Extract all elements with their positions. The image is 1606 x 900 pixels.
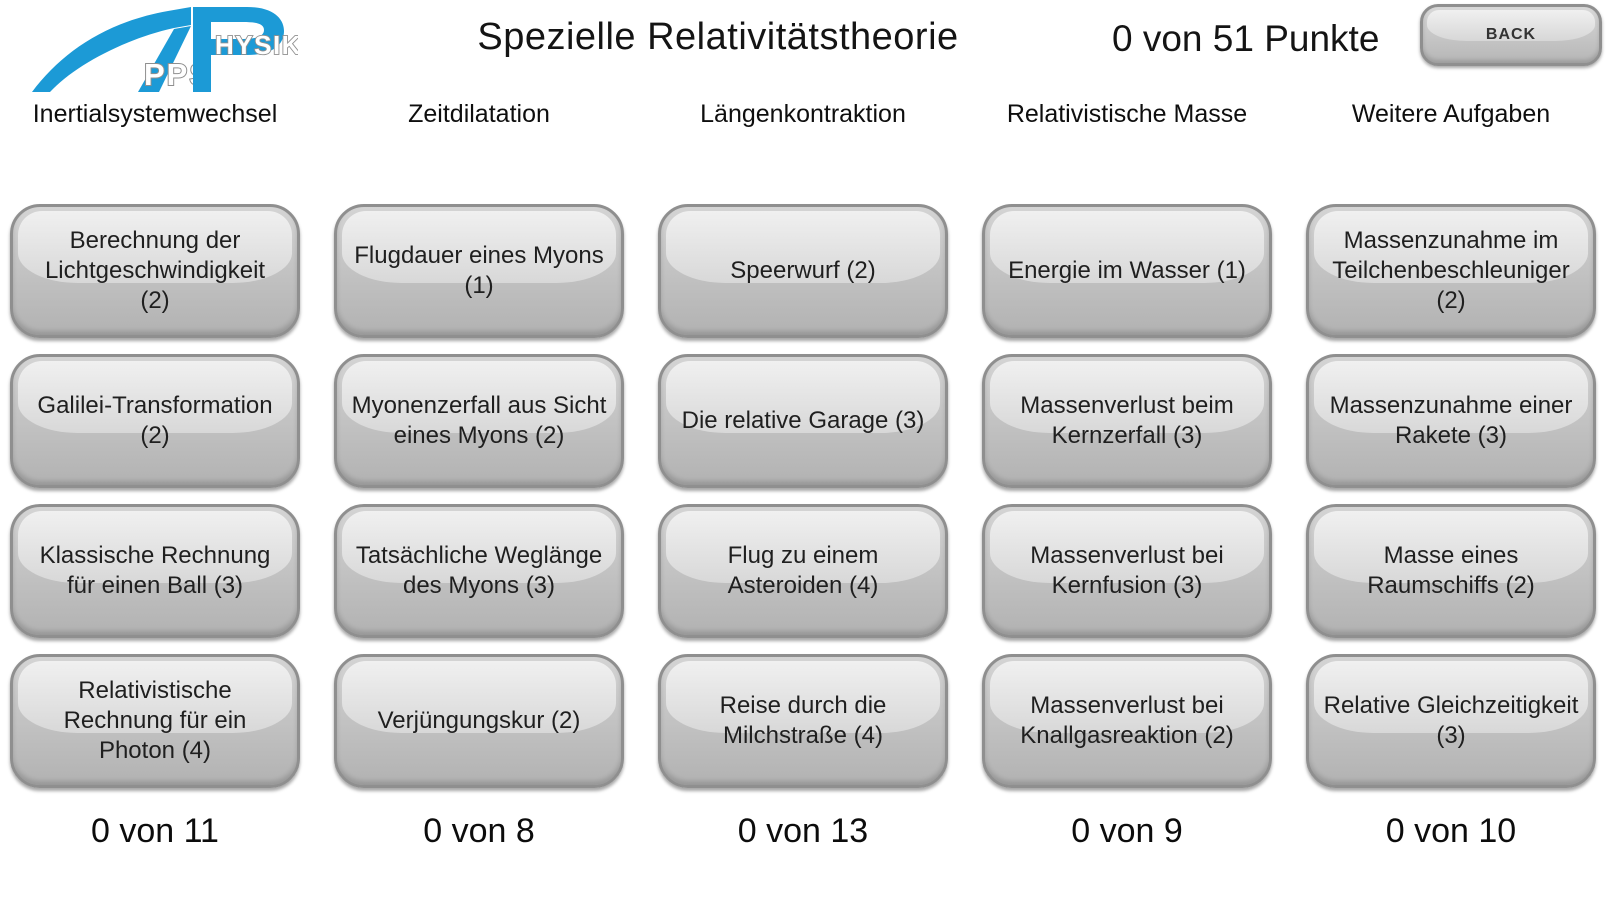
exercise-label: Massenzunahme im Teilchenbeschleuniger (… (1332, 227, 1570, 314)
exercise-label: Galilei-Transformation (2) (37, 392, 273, 449)
exercise-label: Massenverlust bei Kernfusion (3) (1030, 542, 1224, 599)
category-column-weitere-aufgaben: Weitere Aufgaben Massenzunahme im Teilch… (1306, 100, 1596, 851)
category-column-inertialsystemwechsel: Inertialsystemwechsel Berechnung der Lic… (10, 100, 300, 851)
exercise-list: Speerwurf (2) Die relative Garage (3) Fl… (658, 204, 948, 788)
category-score: 0 von 11 (91, 812, 219, 850)
exercise-list: Berechnung der Lichtgeschwindigkeit (2) … (10, 204, 300, 788)
exercise-button[interactable]: Massenverlust bei Knallgasreaktion (2) (982, 654, 1272, 788)
exercise-button[interactable]: Massenverlust beim Kernzerfall (3) (982, 354, 1272, 488)
logo-hysik-text: HYSIK (215, 30, 298, 60)
category-header: Zeitdilatation (408, 100, 550, 128)
exercise-label: Relative Gleichzeitigkeit (3) (1323, 692, 1579, 749)
exercise-button[interactable]: Tatsächliche Weglänge des Myons (3) (334, 504, 624, 638)
logo-a-swoosh (32, 7, 191, 92)
exercise-button[interactable]: Massenverlust bei Kernfusion (3) (982, 504, 1272, 638)
exercise-button[interactable]: Masse eines Raumschiffs (2) (1306, 504, 1596, 638)
exercise-list: Massenzunahme im Teilchenbeschleuniger (… (1306, 204, 1596, 788)
exercise-label: Verjüngungskur (2) (377, 707, 581, 734)
exercise-label: Energie im Wasser (1) (1008, 257, 1246, 284)
exercise-button[interactable]: Myonenzerfall aus Sicht eines Myons (2) (334, 354, 624, 488)
back-button-label: BACK (1485, 26, 1537, 43)
total-points: 0 von 51 Punkte (1112, 18, 1380, 59)
top-bar: PPS HYSIK Spezielle Relativitätstheorie … (0, 0, 1606, 96)
category-score: 0 von 10 (1385, 812, 1517, 850)
exercise-button[interactable]: Verjüngungskur (2) (334, 654, 624, 788)
logo-p-stem (193, 7, 211, 92)
exercise-label: Reise durch die Milchstraße (4) (719, 692, 887, 749)
exercise-label: Die relative Garage (3) (681, 407, 925, 434)
back-button[interactable]: BACK (1420, 4, 1602, 66)
exercise-button[interactable]: Flug zu einem Asteroiden (4) (658, 504, 948, 638)
exercise-button[interactable]: Massenzunahme einer Rakete (3) (1306, 354, 1596, 488)
exercise-button[interactable]: Galilei-Transformation (2) (10, 354, 300, 488)
exercise-label: Massenzunahme einer Rakete (3) (1329, 392, 1573, 449)
exercise-button[interactable]: Relative Gleichzeitigkeit (3) (1306, 654, 1596, 788)
exercise-label: Massenverlust bei Knallgasreaktion (2) (1020, 692, 1234, 749)
exercise-button[interactable]: Relativistische Rechnung für ein Photon … (10, 654, 300, 788)
exercise-button[interactable]: Reise durch die Milchstraße (4) (658, 654, 948, 788)
category-column-laengenkontraktion: Längenkontraktion Speerwurf (2) Die rela… (658, 100, 948, 851)
exercise-label: Flugdauer eines Myons (1) (354, 242, 604, 299)
exercise-button[interactable]: Speerwurf (2) (658, 204, 948, 338)
exercise-button[interactable]: Die relative Garage (3) (658, 354, 948, 488)
exercise-button[interactable]: Flugdauer eines Myons (1) (334, 204, 624, 338)
exercise-label: Berechnung der Lichtgeschwindigkeit (2) (44, 227, 266, 314)
exercise-list: Energie im Wasser (1) Massenverlust beim… (982, 204, 1272, 788)
exercise-label: Flug zu einem Asteroiden (4) (727, 542, 879, 599)
exercise-label: Myonenzerfall aus Sicht eines Myons (2) (351, 392, 607, 449)
category-score: 0 von 9 (1071, 812, 1183, 850)
exercise-button[interactable]: Energie im Wasser (1) (982, 204, 1272, 338)
category-score: 0 von 13 (737, 812, 869, 850)
page-title: Spezielle Relativitätstheorie (477, 16, 959, 58)
category-header: Relativistische Masse (1006, 100, 1248, 128)
category-header: Weitere Aufgaben (1351, 100, 1551, 128)
exercise-label: Klassische Rechnung für einen Ball (3) (39, 542, 271, 599)
exercise-label: Speerwurf (2) (730, 257, 876, 284)
exercise-label: Tatsächliche Weglänge des Myons (3) (355, 542, 603, 599)
category-column-zeitdilatation: Zeitdilatation Flugdauer eines Myons (1)… (334, 100, 624, 851)
exercise-button[interactable]: Massenzunahme im Teilchenbeschleuniger (… (1306, 204, 1596, 338)
category-column-relativistische-masse: Relativistische Masse Energie im Wasser … (982, 100, 1272, 851)
logo-p-bowl (211, 7, 284, 55)
exercise-label: Masse eines Raumschiffs (2) (1367, 542, 1535, 599)
exercise-button[interactable]: Klassische Rechnung für einen Ball (3) (10, 504, 300, 638)
exercise-label: Massenverlust beim Kernzerfall (3) (1020, 392, 1234, 449)
exercise-list: Flugdauer eines Myons (1) Myonenzerfall … (334, 204, 624, 788)
exercise-label: Relativistische Rechnung für ein Photon … (63, 677, 247, 764)
logo-a-leg (138, 26, 191, 92)
exercise-button[interactable]: Berechnung der Lichtgeschwindigkeit (2) (10, 204, 300, 338)
category-score: 0 von 8 (423, 812, 535, 850)
category-grid: Inertialsystemwechsel Berechnung der Lic… (0, 96, 1606, 851)
category-header: Längenkontraktion (700, 100, 906, 128)
category-header: Inertialsystemwechsel (32, 100, 278, 128)
apps-physik-logo: PPS HYSIK (32, 7, 298, 93)
